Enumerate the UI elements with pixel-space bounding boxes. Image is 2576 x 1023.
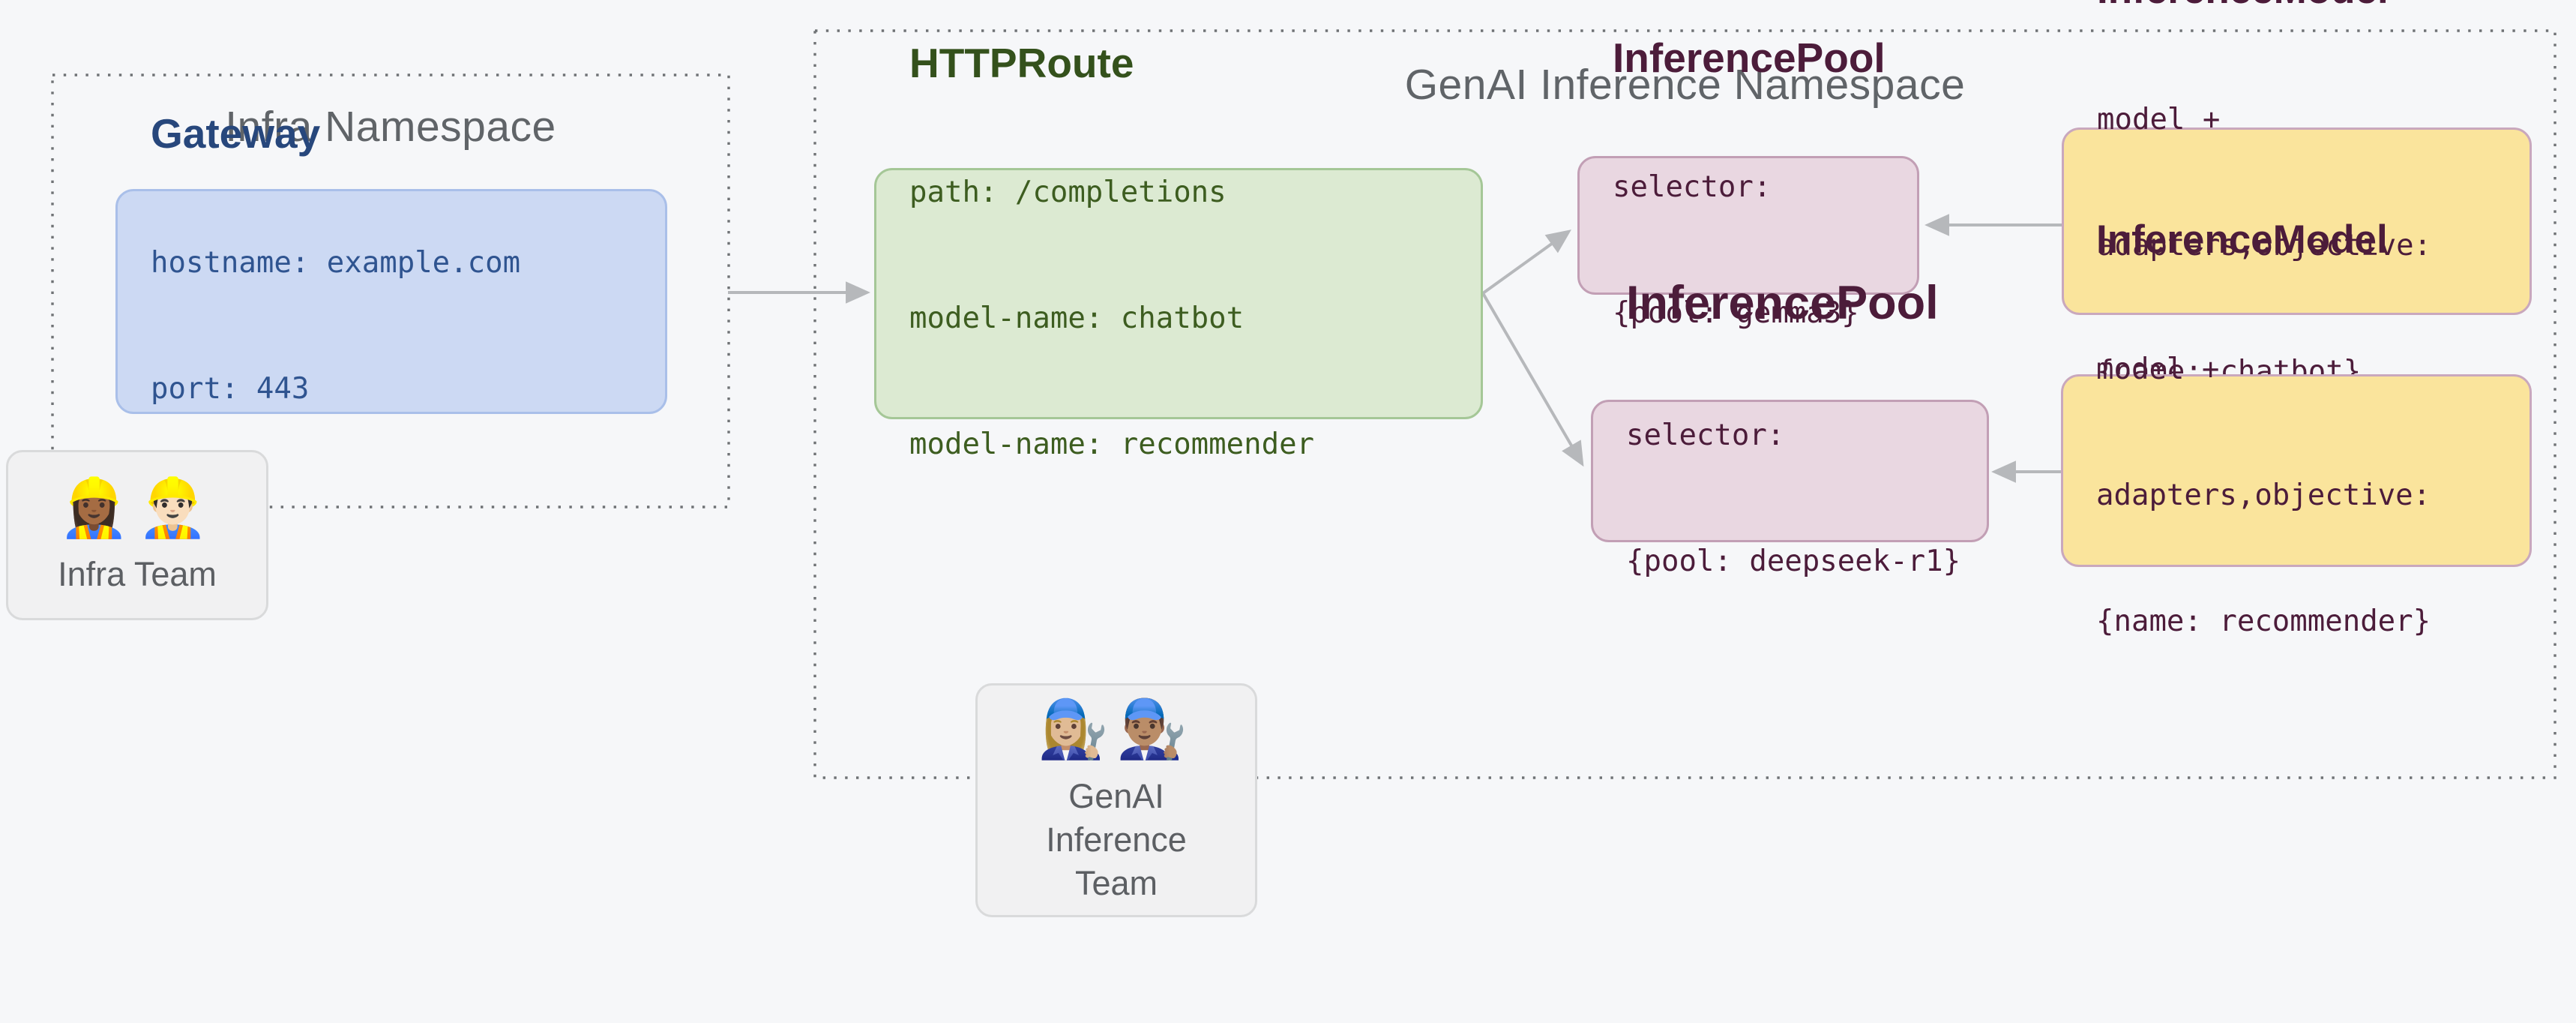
inference-model-recommender-node: InferenceModel model + adapters,objectiv… [2061, 218, 2532, 638]
inference-pool-deepseek-body: selector: {pool: deepseek-r1} [1626, 331, 1960, 667]
gateway-node: Gateway hostname: example.com port: 443 [115, 110, 667, 414]
node-code-line: model-name: recommender [909, 427, 1315, 461]
inference-pool-deepseek-node: InferencePool selector: {pool: deepseek-… [1591, 277, 1989, 578]
node-code-line: adapters,objective: [2096, 478, 2431, 512]
node-code-line: selector: [1626, 418, 1785, 452]
node-code-line: {pool: gemma3} [1613, 296, 1859, 330]
infra-namespace-title: Infra Namespace [225, 103, 556, 151]
genai-inference-team-card: 👩🏼‍🔧👨🏽‍🔧 GenAI Inference Team [975, 683, 1257, 917]
infra-team-label: Infra Team [58, 555, 217, 594]
infra-team-card: 👷🏾‍♀️👷🏻‍♂️ Infra Team [6, 450, 268, 620]
node-code-line: adapters,objective: [2097, 229, 2432, 262]
inference-model-chatbot-title: InferenceModel [2097, 0, 2389, 15]
genai-namespace-title: GenAI Inference Namespace [1404, 61, 1966, 109]
inference-pool-gemma3-body: selector: {pool: gemma3} [1613, 82, 1859, 418]
node-code-line: hostname: example.com [151, 246, 521, 280]
httproute-node-body: path: /completions model-name: chatbot m… [909, 88, 1314, 550]
httproute-node-title: HTTPRoute [909, 39, 1134, 86]
httproute-node: HTTPRoute path: /completions model-name:… [874, 40, 1483, 461]
genai-inference-team-label: GenAI Inference Team [1046, 776, 1187, 902]
inference-model-chatbot-body: model + adapters,objective: {name: chatb… [2097, 15, 2431, 477]
node-code-line: selector: [1613, 170, 1772, 204]
node-code-line: model + [2097, 103, 2221, 136]
gateway-node-title: Gateway [151, 110, 321, 157]
node-code-line: {pool: deepseek-r1} [1626, 544, 1961, 578]
mechanics-icon: 👩🏼‍🔧👨🏽‍🔧 [1038, 698, 1195, 762]
node-code-line: path: /completions [909, 175, 1227, 209]
inference-model-recommender-body: model + adapters,objective: {name: recom… [2096, 265, 2431, 727]
inference-pool-gemma3-node: InferencePool selector: {pool: gemma3} [1577, 34, 1919, 330]
edge-httproute-pool-deepseek [1481, 292, 1584, 467]
gateway-node-body: hostname: example.com port: 443 [151, 158, 520, 494]
inference-pool-deepseek-title: InferencePool [1626, 277, 1939, 329]
node-code-line: model-name: chatbot [909, 301, 1245, 335]
inference-model-chatbot-node: InferenceModel model + adapters,objectiv… [2062, 0, 2532, 388]
node-code-line: {name: recommender} [2096, 604, 2431, 638]
inference-pool-gemma3-title: InferencePool [1613, 34, 1886, 81]
node-code-line: port: 443 [151, 372, 310, 406]
node-code-line: model + [2096, 352, 2220, 386]
edge-httproute-pool-gemma3 [1481, 230, 1572, 295]
inference-model-recommender-title: InferenceModel [2096, 217, 2388, 262]
construction-workers-icon: 👷🏾‍♀️👷🏻‍♂️ [58, 476, 216, 540]
